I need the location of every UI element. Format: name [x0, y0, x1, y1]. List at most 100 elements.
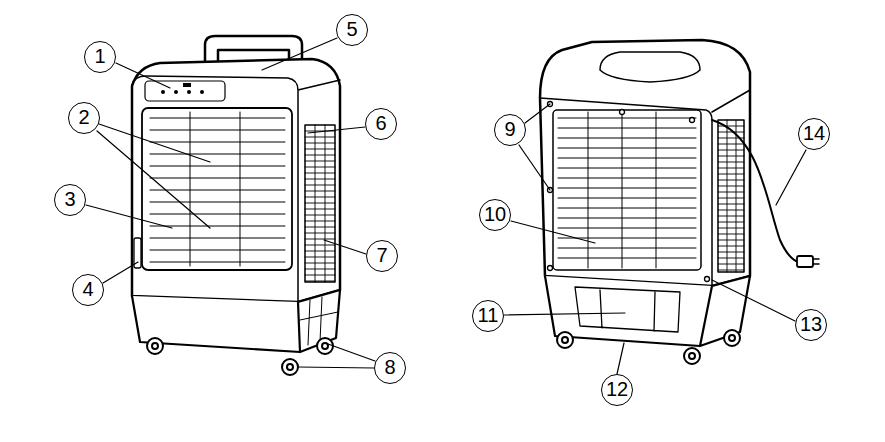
- grill-bar: [718, 198, 744, 199]
- grill-divider: [315, 125, 316, 282]
- grill-bar: [718, 168, 744, 169]
- grill-bar: [305, 191, 335, 192]
- grill-bar: [718, 210, 744, 211]
- grill-bar: [305, 215, 335, 216]
- grill-bar: [718, 150, 744, 151]
- grill-bar: [558, 228, 696, 229]
- side-grill-mesh: [305, 125, 335, 282]
- grill-divider: [656, 112, 657, 268]
- grill-bar: [718, 234, 744, 235]
- grill-bar: [558, 178, 696, 179]
- callout-number: 10: [479, 199, 511, 231]
- grill-bar: [305, 203, 335, 204]
- grill-bar: [305, 185, 335, 186]
- grill-bar: [305, 275, 335, 276]
- castor-wheels: [147, 338, 333, 375]
- grill-bar: [150, 238, 285, 239]
- back-view: [540, 40, 819, 364]
- grill-bar: [718, 240, 744, 241]
- callout-number: 12: [601, 374, 633, 406]
- grill-bar: [305, 221, 335, 222]
- back-face: [540, 90, 750, 286]
- grill-bar: [305, 281, 335, 282]
- back-louver-frame: [553, 110, 701, 270]
- grill-bar: [150, 262, 285, 263]
- grill-bar: [718, 222, 744, 223]
- grill-bar: [150, 130, 285, 131]
- grill-bar: [718, 162, 744, 163]
- grill-bar: [718, 132, 744, 133]
- front-view: [132, 36, 340, 375]
- callout-number: 13: [795, 309, 827, 341]
- grill-bar: [718, 216, 744, 217]
- grill-bar: [558, 158, 696, 159]
- grill-bar: [305, 161, 335, 162]
- grill-bar: [558, 188, 696, 189]
- grill-bar: [305, 155, 335, 156]
- callout-number: 6: [365, 108, 397, 140]
- callout-number: 8: [374, 352, 406, 384]
- tank-front: [575, 287, 680, 332]
- housing-outline: [132, 59, 340, 302]
- grill-bar: [305, 209, 335, 210]
- grill-bar: [305, 257, 335, 258]
- grill-divider: [240, 112, 241, 266]
- grill-bar: [305, 179, 335, 180]
- grill-bar: [718, 174, 744, 175]
- grill-bar: [558, 128, 696, 129]
- louvers: [150, 112, 285, 266]
- callout-number: 9: [494, 114, 526, 146]
- grill-divider: [325, 125, 326, 282]
- grill-bar: [558, 258, 696, 259]
- grill-bar: [718, 126, 744, 127]
- water-tank: [545, 276, 750, 346]
- grill-bar: [718, 144, 744, 145]
- grill-bar: [558, 208, 696, 209]
- grill-bar: [305, 149, 335, 150]
- grill-bar: [718, 228, 744, 229]
- grill-bar: [558, 248, 696, 249]
- grill-divider: [190, 112, 191, 266]
- grill-bar: [718, 246, 744, 247]
- grill-divider: [622, 112, 623, 268]
- tank-ribs: [300, 297, 338, 345]
- side-grill-mesh: [718, 120, 744, 272]
- grill-bar: [150, 202, 285, 203]
- grill-bar: [718, 186, 744, 187]
- grill-bar: [718, 258, 744, 259]
- housing-outline: [540, 40, 750, 286]
- control-panel: [145, 81, 225, 101]
- grill-divider: [736, 120, 737, 272]
- front-face: [132, 76, 340, 302]
- grill-bar: [305, 173, 335, 174]
- plug-pins: [813, 259, 819, 264]
- grill-bar: [305, 227, 335, 228]
- grill-bar: [305, 239, 335, 240]
- grill-bar: [305, 233, 335, 234]
- callout-number: 1: [84, 41, 116, 73]
- callout-number: 14: [798, 118, 830, 150]
- grill-bar: [150, 178, 285, 179]
- grill-bar: [558, 168, 696, 169]
- grill-bar: [305, 251, 335, 252]
- top-handle-recess: [600, 52, 700, 82]
- grill-bar: [558, 218, 696, 219]
- grill-bar: [718, 264, 744, 265]
- grill-divider: [727, 120, 728, 272]
- grill-bar: [150, 166, 285, 167]
- power-cable: [712, 120, 800, 262]
- grill-bar: [150, 190, 285, 191]
- grill-bar: [305, 167, 335, 168]
- grill-bar: [305, 245, 335, 246]
- callout-number: 5: [336, 14, 368, 46]
- grill-bar: [150, 226, 285, 227]
- grill-bar: [718, 192, 744, 193]
- grill-bar: [558, 138, 696, 139]
- side-grill: [305, 125, 335, 282]
- side-grill: [718, 120, 744, 272]
- callout-number: 2: [68, 102, 100, 134]
- grill-bar: [305, 137, 335, 138]
- grill-bar: [558, 148, 696, 149]
- grill-bar: [305, 197, 335, 198]
- callout-number: 11: [472, 300, 504, 332]
